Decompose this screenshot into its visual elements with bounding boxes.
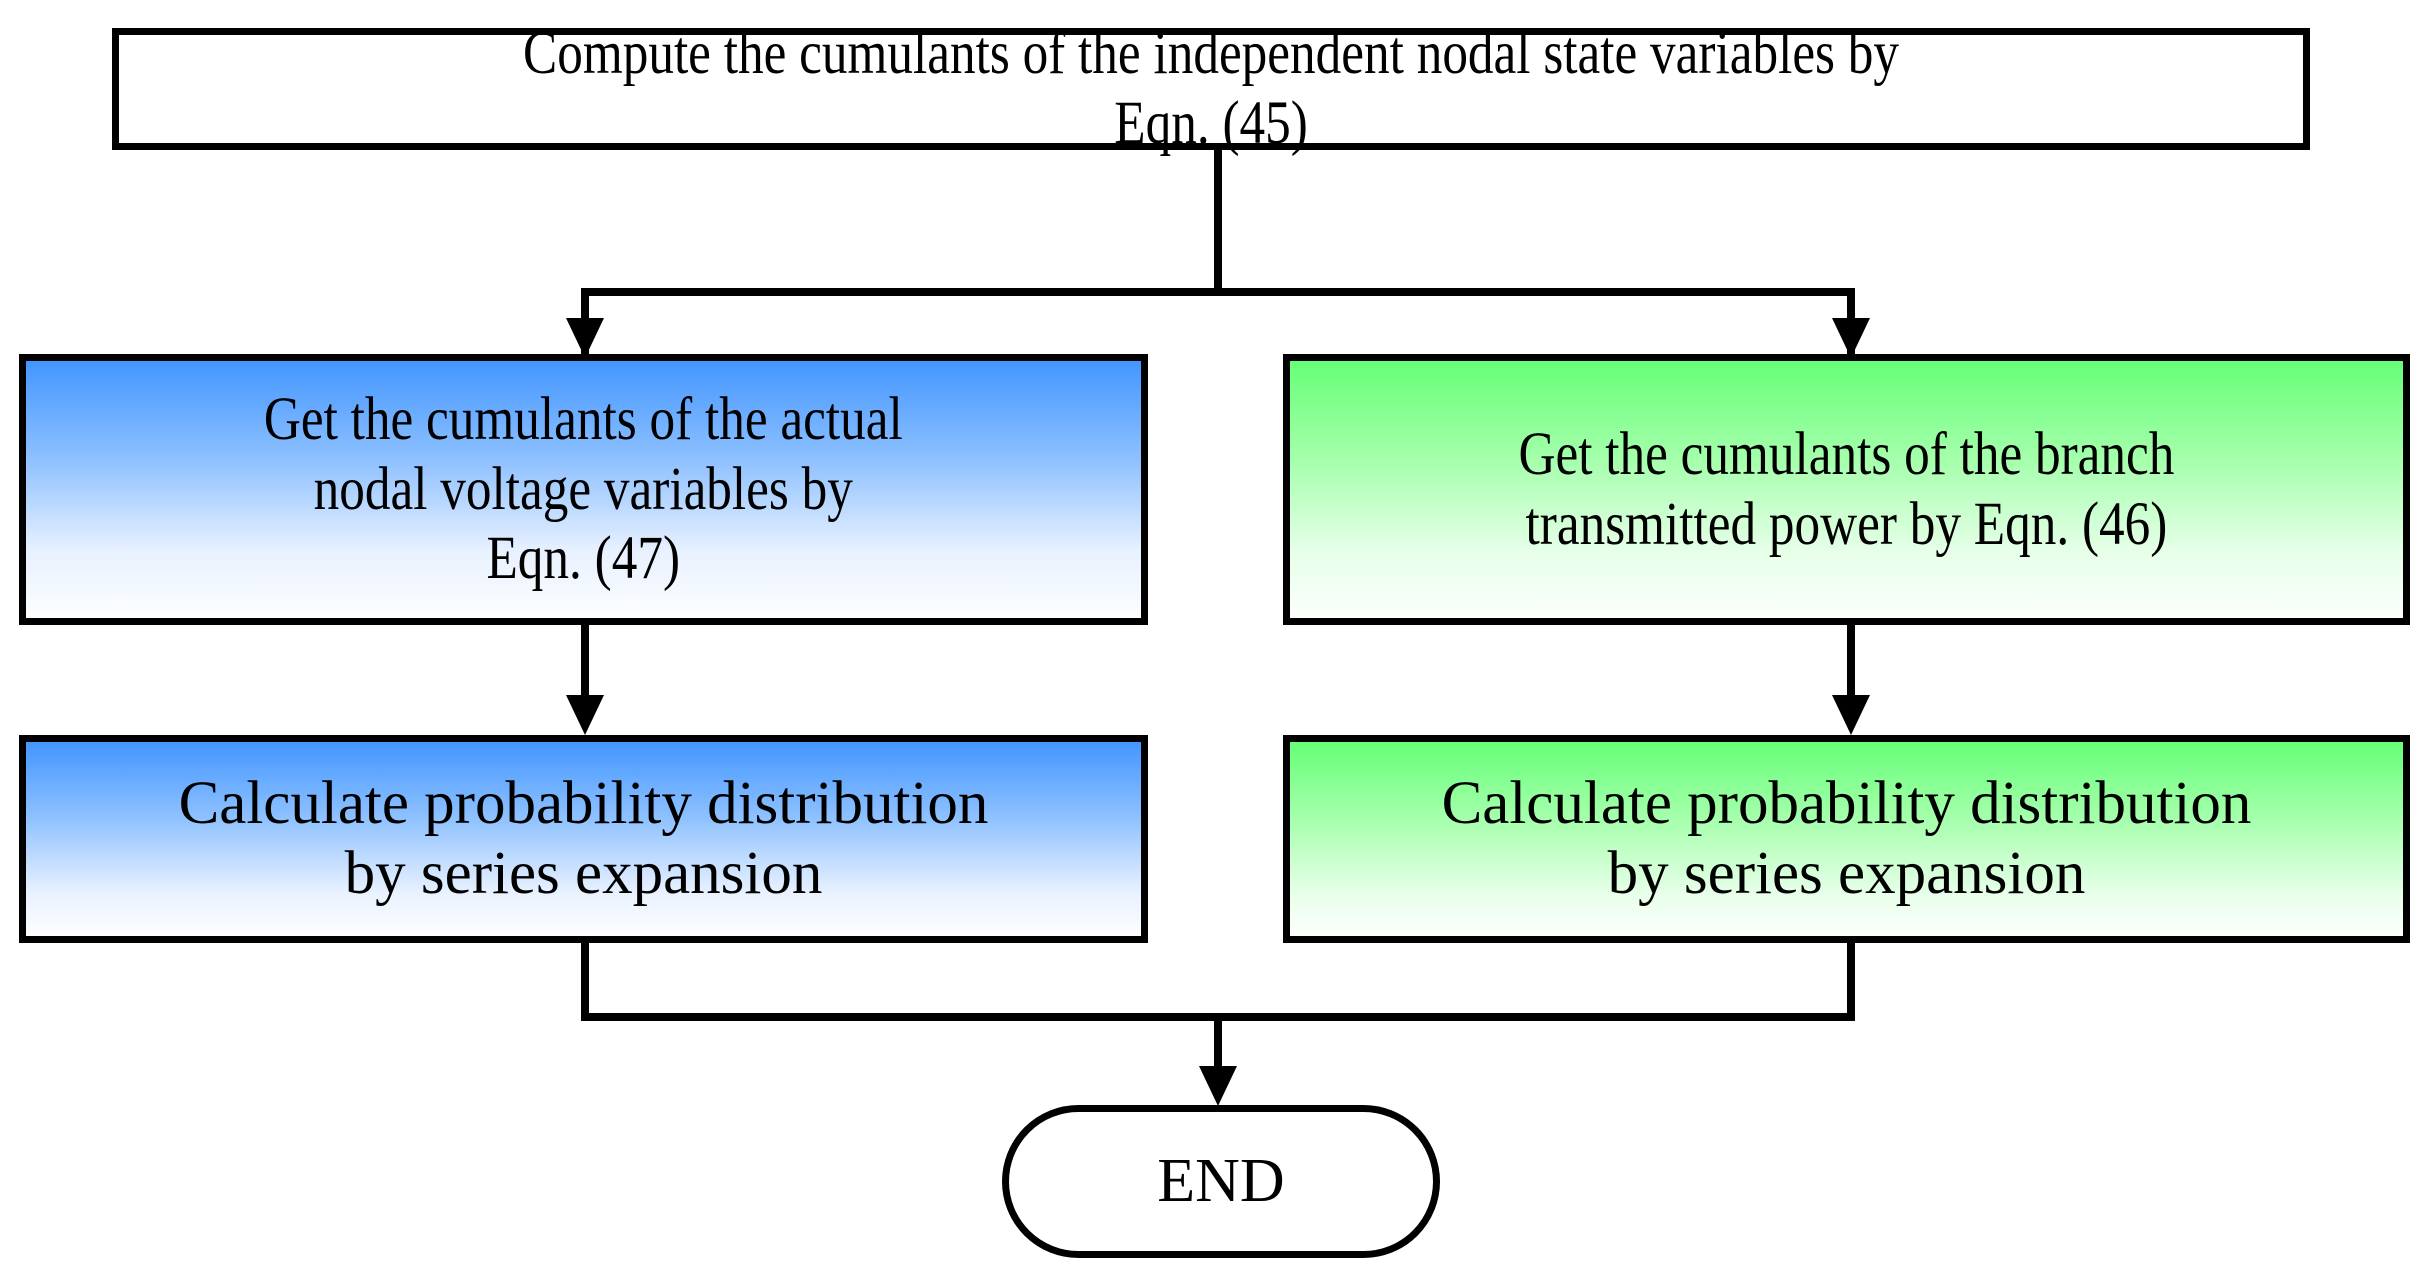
connector-branch-to-distribution bbox=[1847, 625, 1855, 703]
arrowhead-to-distribution-power bbox=[1832, 695, 1870, 735]
connector-fork-bar bbox=[581, 288, 1855, 296]
arrowhead-to-nodal-voltage bbox=[566, 318, 604, 358]
compute-line-2: Eqn. (45) bbox=[1114, 90, 1308, 157]
connector-voltage-to-distribution bbox=[581, 625, 589, 703]
compute-line-1: Compute the cumulants of the independent… bbox=[522, 20, 1899, 88]
connector-merge-leg-right bbox=[1847, 943, 1855, 1021]
connector-merge-to-end bbox=[1214, 1013, 1222, 1075]
arrowhead-to-branch-power bbox=[1832, 318, 1870, 358]
arrowhead-to-distribution-voltage bbox=[566, 695, 604, 735]
voltage-line-3: Eqn. (47) bbox=[486, 525, 681, 593]
branch-line-1: Get the cumulants of the branch bbox=[1518, 420, 2175, 488]
node-end-label: END bbox=[1157, 1147, 1285, 1216]
node-compute-cumulants[interactable]: Compute the cumulants of the independent… bbox=[112, 20, 2310, 157]
branch-line-2: transmitted power by Eqn. (46) bbox=[1525, 490, 2168, 558]
arrowhead-to-end bbox=[1199, 1066, 1237, 1106]
calc-blue-line-1: Calculate probability distribution bbox=[178, 770, 989, 838]
node-compute-cumulants-text: Compute the cumulants of the independent… bbox=[523, 19, 1899, 158]
connector-compute-to-fork bbox=[1214, 150, 1222, 294]
voltage-line-2: nodal voltage variables by bbox=[313, 455, 854, 523]
node-end[interactable]: END bbox=[1002, 1105, 1440, 1258]
calc-blue-line-2: by series expansion bbox=[344, 840, 823, 907]
voltage-line-1: Get the cumulants of the actual bbox=[264, 386, 903, 454]
calc-green-line-1: Calculate probability distribution bbox=[1441, 770, 2252, 838]
calc-green-line-2: by series expansion bbox=[1607, 840, 2086, 907]
connector-merge-leg-left bbox=[581, 943, 589, 1021]
